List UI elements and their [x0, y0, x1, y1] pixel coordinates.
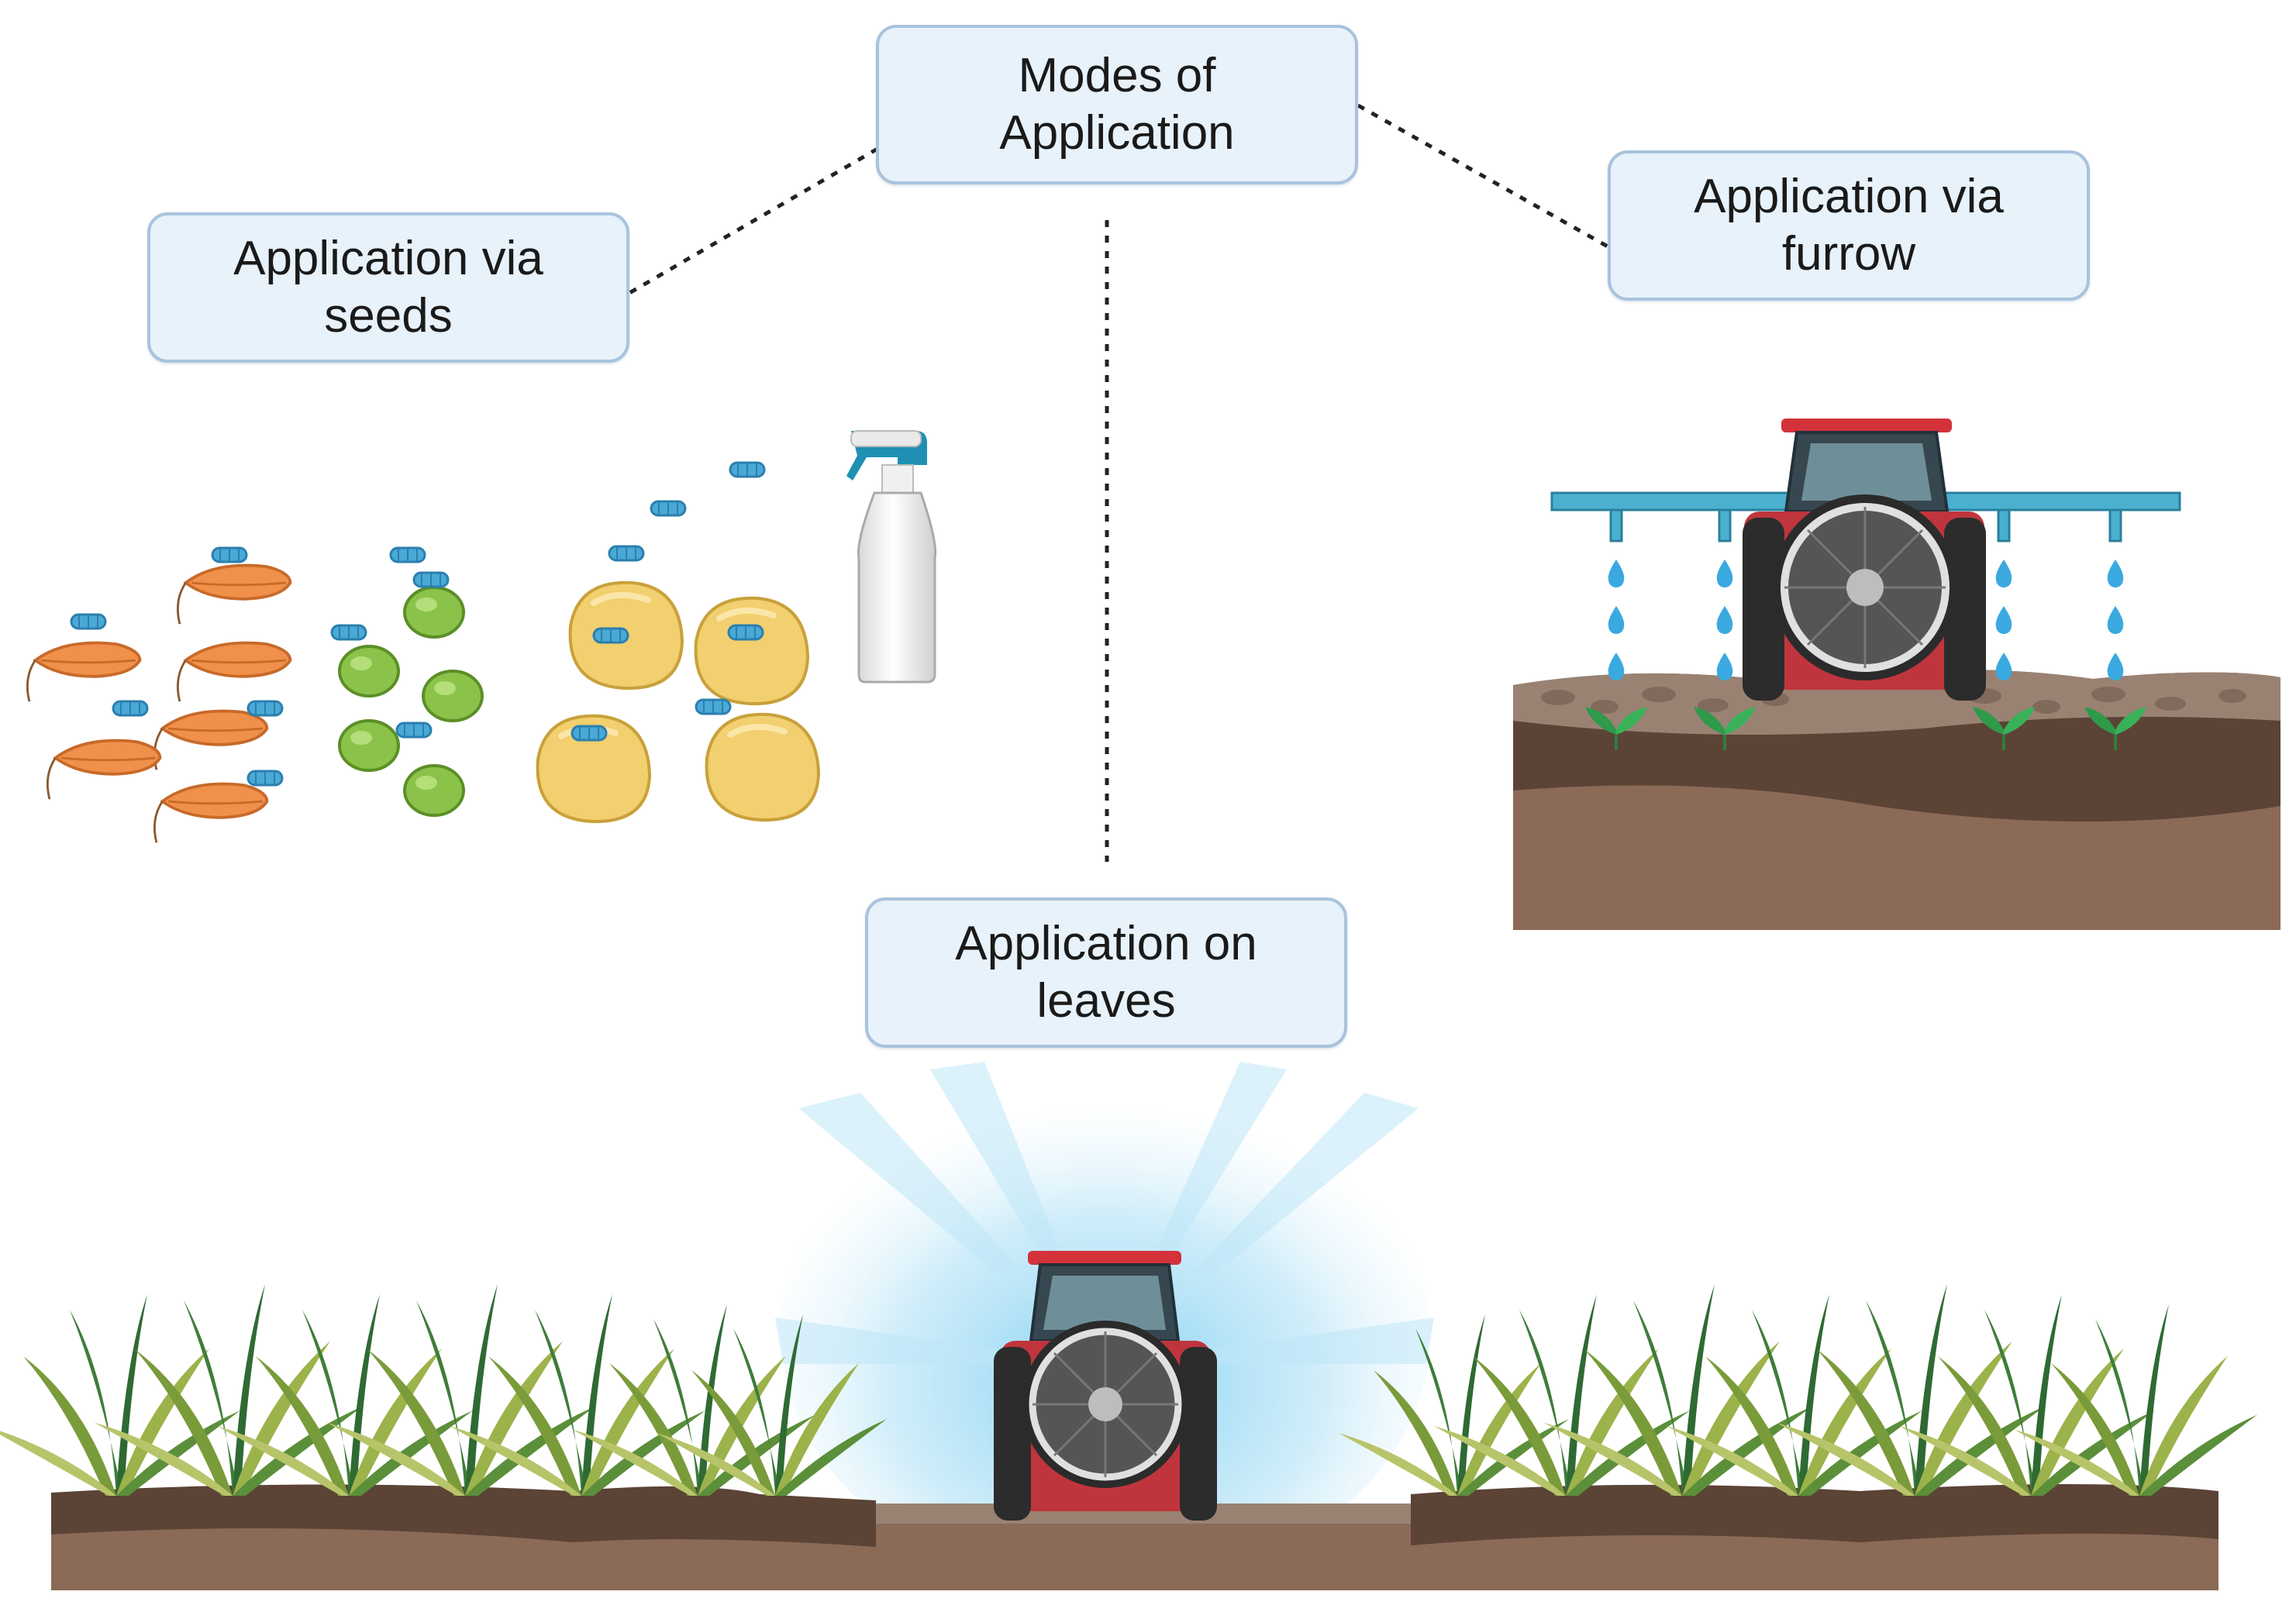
- foliar-spray-tractor-icon: [0, 1062, 2257, 1590]
- connector-lines: [628, 103, 1609, 862]
- node-application-via-seeds: Application via seeds: [147, 212, 629, 363]
- node-seeds-line2: seeds: [324, 289, 453, 343]
- furrow-tractor-icon: [1513, 418, 2280, 930]
- node-application-on-leaves: Application on leaves: [865, 897, 1347, 1048]
- node-seeds-line1: Application via: [233, 232, 543, 285]
- node-leaves-line2: leaves: [1036, 974, 1176, 1028]
- node-furrow-line1: Application via: [1694, 170, 2004, 223]
- node-modes-of-application: Modes of Application: [876, 25, 1358, 184]
- node-application-via-furrow: Application via furrow: [1608, 150, 2090, 301]
- connector-seeds: [628, 146, 879, 295]
- connector-furrow: [1357, 103, 1609, 249]
- node-main-line2: Application: [999, 106, 1235, 160]
- node-main-line1: Modes of: [1018, 49, 1216, 102]
- spray-bottle-icon: [846, 430, 937, 684]
- node-leaves-line1: Application on: [955, 917, 1257, 970]
- node-furrow-line2: furrow: [1781, 227, 1916, 281]
- coated-seeds-icon: [26, 461, 819, 845]
